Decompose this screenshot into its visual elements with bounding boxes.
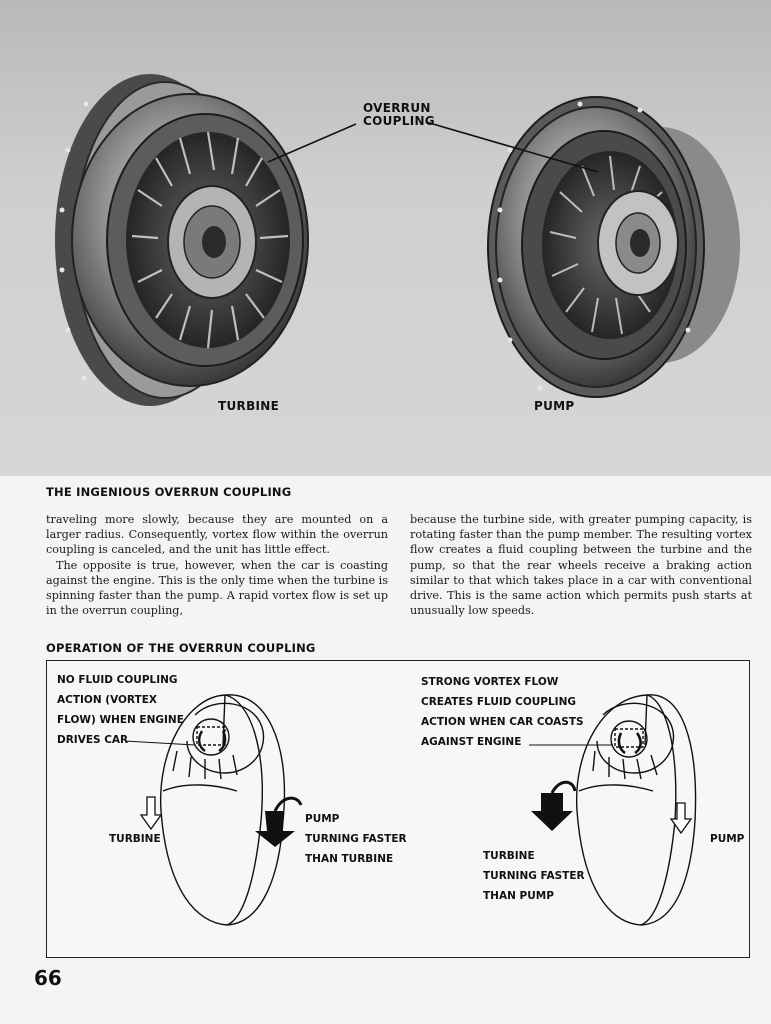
- pump-label: PUMP: [534, 399, 575, 413]
- turbine-pump-photograph: OVERRUN COUPLING TURBINE PUMP: [0, 0, 771, 476]
- body-paragraph: The opposite is true, however, when the …: [46, 558, 388, 618]
- overrun-coupling-diagram: NO FLUID COUPLING ACTION (VORTEX FLOW) W…: [46, 660, 750, 958]
- turbine-unit: [55, 74, 309, 406]
- left-caption: NO FLUID COUPLING ACTION (VORTEX FLOW) W…: [57, 674, 184, 746]
- left-coupling-drawing: [159, 694, 286, 926]
- right-coupling-drawing: [575, 694, 697, 926]
- pump-arrow-icon: [669, 802, 693, 835]
- diagram-title: OPERATION OF THE OVERRUN COUPLING: [46, 641, 316, 655]
- right-caption: STRONG VORTEX FLOW CREATES FLUID COUPLIN…: [421, 676, 584, 748]
- body-column-right: because the turbine side, with greater p…: [410, 512, 752, 618]
- body-paragraph: traveling more slowly, because they are …: [46, 513, 388, 557]
- right-turbine-label: TURBINE TURNING FASTER THAN PUMP: [483, 850, 585, 902]
- page-number: 66: [34, 966, 62, 990]
- overrun-coupling-leader-lines: [267, 121, 599, 173]
- body-column-left: traveling more slowly, because they are …: [46, 512, 388, 618]
- right-pump-label: PUMP: [710, 833, 745, 845]
- turbine-pump-illustration: [55, 74, 740, 406]
- left-pump-label: PUMP TURNING FASTER THAN TURBINE: [305, 813, 407, 865]
- pump-arrow-icon: [255, 811, 295, 847]
- turbine-arrow-icon: [139, 796, 163, 831]
- section-title: THE INGENIOUS OVERRUN COUPLING: [46, 485, 292, 499]
- pump-unit: [487, 96, 740, 398]
- turbine-label: TURBINE: [218, 399, 280, 413]
- coupling-cross-sections: [124, 694, 697, 926]
- left-turbine-label: TURBINE: [109, 833, 161, 845]
- turbine-arrow-icon: [531, 793, 573, 831]
- body-paragraph: because the turbine side, with greater p…: [410, 513, 752, 618]
- overrun-coupling-callout: OVERRUN COUPLING: [363, 101, 435, 128]
